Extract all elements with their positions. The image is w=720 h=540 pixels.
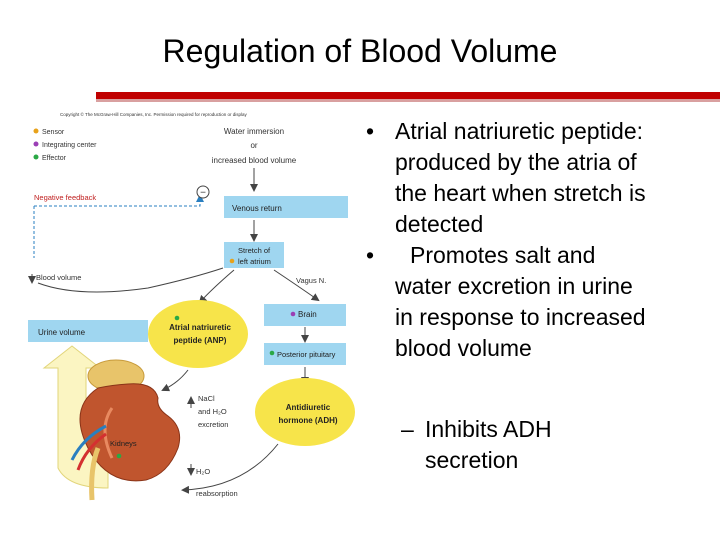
pituitary-label: Posterior pituitary (277, 350, 336, 359)
arrow-anp-kidney (161, 369, 189, 392)
svg-text:and H₂O: and H₂O (198, 407, 227, 416)
adh-ellipse (255, 378, 355, 446)
vagus-label: Vagus N. (296, 276, 326, 285)
bullet-anp: • Atrial natriuretic peptide: produced b… (364, 116, 720, 240)
svg-text:Water immersion: Water immersion (224, 127, 284, 136)
kidney-illustration (70, 359, 181, 501)
negative-feedback-line (34, 194, 204, 207)
adh-label-2: hormone (ADH) (278, 416, 337, 425)
anp-effector-marker (174, 315, 180, 321)
anp-label-2: peptide (ANP) (174, 336, 227, 345)
bullet-dot: • (366, 118, 375, 144)
sensor-dot (33, 128, 39, 134)
sub-bullet-dash: – (401, 416, 414, 442)
bullet-anp-line-4: detected (395, 211, 484, 237)
bullet-anp-line-1: Atrial natriuretic peptide: (395, 118, 644, 144)
kidney-effector-marker (116, 453, 122, 459)
copyright-text: Copyright © The McGraw-Hill Companies, I… (60, 111, 248, 117)
brain-marker (290, 311, 296, 317)
anp-ellipse (148, 300, 248, 368)
title-underline (96, 92, 720, 99)
sub-bullet-line-2: secretion (425, 447, 519, 473)
effector-dot (33, 154, 39, 160)
nacl-label: NaCl and H₂O excretion (198, 394, 228, 429)
sub-bullet-adh: – Inhibits ADH secretion (364, 414, 720, 476)
legend-integrating: Integrating center (42, 142, 97, 149)
urine-volume-label: Urine volume (38, 328, 86, 337)
anp-label-1: Atrial natriuretic (169, 323, 231, 332)
water-immersion-label: Water immersion or increased blood volum… (212, 127, 297, 165)
svg-text:or: or (250, 141, 257, 150)
bullet-anp-line-3: the heart when stretch is (395, 180, 646, 206)
minus-circle (196, 185, 210, 199)
title-underline-shadow (96, 99, 720, 102)
bullet-promotes: • Promotes salt and water excretion in u… (364, 240, 720, 364)
svg-text:NaCl: NaCl (198, 394, 215, 403)
brain-box (264, 304, 346, 326)
bullet-anp-line-2: produced by the atria of (395, 149, 637, 175)
stretch-label-1: Stretch of (238, 246, 271, 255)
svg-text:reabsorption: reabsorption (196, 489, 238, 498)
pituitary-marker (269, 350, 275, 356)
arrow-stretch-anp (198, 269, 235, 304)
minus-sign: − (200, 188, 206, 199)
pituitary-box (264, 343, 346, 365)
urine-volume-box (28, 320, 148, 342)
svg-text:excretion: excretion (198, 420, 228, 429)
svg-text:H₂O: H₂O (196, 467, 210, 476)
negative-feedback-label: Negative feedback (34, 193, 96, 202)
svg-text:increased blood volume: increased blood volume (212, 156, 297, 165)
bullet-dot: • (366, 242, 375, 268)
bullet-list: • Atrial natriuretic peptide: produced b… (364, 116, 720, 476)
arrow-stretch-brain (273, 269, 320, 302)
bullet-promotes-line-1: Promotes salt and (410, 242, 596, 268)
slide-title: Regulation of Blood Volume (162, 33, 558, 69)
blood-volume-diagram: Copyright © The McGraw-Hill Companies, I… (28, 111, 355, 501)
h2o-label: H₂O reabsorption (196, 467, 238, 498)
legend-sensor: Sensor (42, 129, 65, 136)
bullet-promotes-line-4: blood volume (395, 335, 532, 361)
kidneys-label: Kidneys (110, 439, 137, 448)
adh-label-1: Antidiuretic (286, 403, 331, 412)
stretch-label-2: left atrium (238, 257, 271, 266)
stretch-box (224, 242, 284, 268)
venous-return-box (224, 196, 348, 218)
brain-label: Brain (298, 310, 317, 319)
legend: Sensor Integrating center Effector (33, 128, 97, 162)
bullet-promotes-line-3: in response to increased (395, 304, 646, 330)
arrow-adh-kidney (181, 443, 279, 494)
blood-volume-label: Blood volume (36, 273, 81, 282)
venous-return-label: Venous return (232, 204, 282, 213)
arrow-blood-urine (37, 267, 224, 293)
integrating-dot (33, 141, 39, 147)
legend-effector: Effector (42, 155, 67, 162)
bullet-promotes-line-2: water excretion in urine (395, 273, 633, 299)
sub-bullet-line-1: Inhibits ADH (425, 416, 552, 442)
sensor-marker (229, 258, 235, 264)
